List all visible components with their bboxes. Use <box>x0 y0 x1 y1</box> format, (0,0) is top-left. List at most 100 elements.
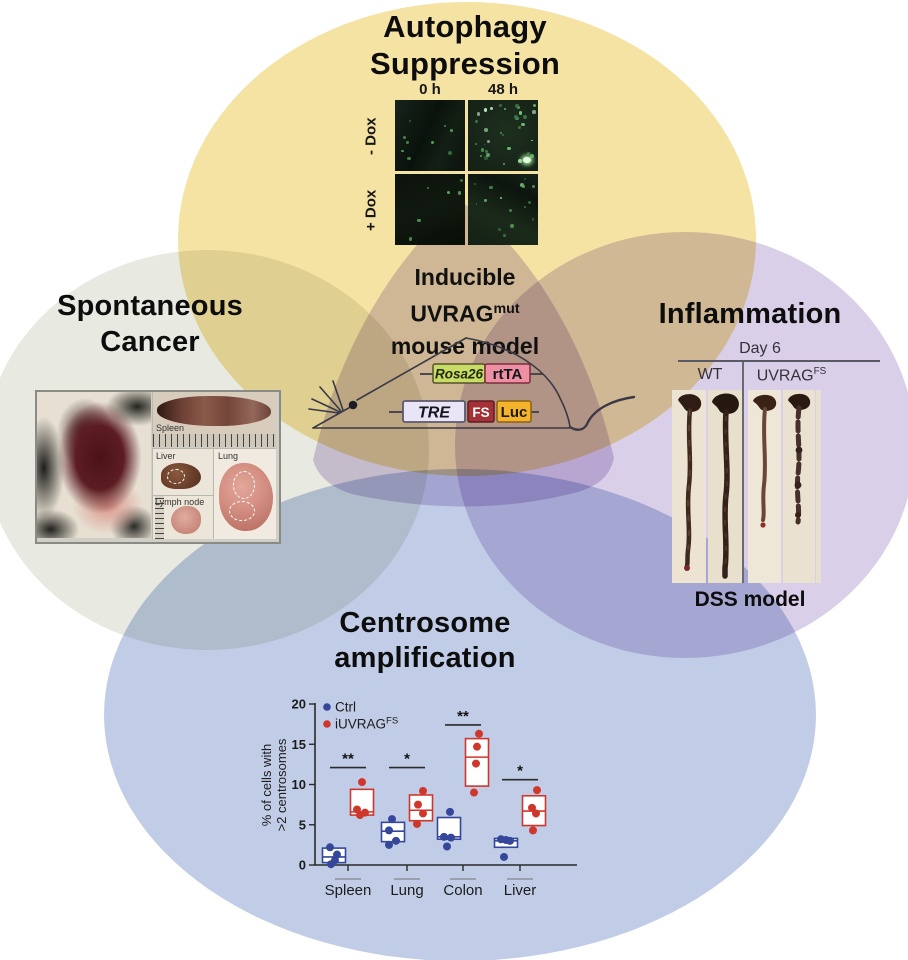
colon-strip-wt-2 <box>708 390 742 583</box>
gfp-punctum <box>484 199 487 202</box>
construct-tre-fs-luc: TRE FS Luc <box>389 400 539 423</box>
micrograph-plus-dox-48h <box>468 174 538 245</box>
uvrag-group-base: UVRAG <box>756 367 814 385</box>
gfp-punctum <box>523 114 527 119</box>
gfp-punctum <box>450 129 454 133</box>
fs-label: FS <box>472 405 489 420</box>
venn-center-blob <box>313 203 614 507</box>
gfp-punctum <box>401 149 404 152</box>
gfp-punctum <box>507 147 511 151</box>
point-colon-ctrl <box>447 833 455 842</box>
mouse-rump-line <box>465 337 571 428</box>
spleen-tissue <box>157 396 271 426</box>
micrograph-col-label-0h: 0 h <box>419 81 441 98</box>
gfp-punctum <box>480 154 483 157</box>
spleen-label: Spleen <box>156 423 185 433</box>
gfp-punctum <box>417 218 421 223</box>
rosa26-label: Rosa26 <box>435 367 484 382</box>
gfp-punctum <box>530 154 534 158</box>
wt-group-label: WT <box>697 366 723 383</box>
sig-stars-lung: * <box>404 751 410 768</box>
gfp-punctum <box>499 132 502 135</box>
lung-tumor-outline-2 <box>229 501 255 521</box>
point-liver-iuvrag <box>529 826 537 835</box>
cancer-title: Spontaneous Cancer <box>15 288 285 360</box>
mouse-tail <box>568 395 636 431</box>
gfp-punctum <box>518 110 523 115</box>
colon-strip-sliver <box>816 390 821 583</box>
point-spleen-ctrl <box>326 843 334 852</box>
construct-rosa26-rtta: Rosa26 rtTA <box>420 363 543 384</box>
lung-tumor-outline-1 <box>233 471 255 499</box>
colon-strip-fs-2 <box>783 390 815 583</box>
gfp-punctum <box>483 108 488 112</box>
mouse-model-title: Inducible UVRAGmut mouse model <box>355 261 575 362</box>
micrograph-row-label-minus-dox: - Dox <box>362 117 380 155</box>
mouse-outline <box>308 337 636 431</box>
tre-box <box>402 400 466 423</box>
point-lung-iuvrag <box>413 819 421 828</box>
mouse-eye <box>348 400 358 410</box>
gfp-punctum <box>514 114 519 119</box>
spleen-panel: Spleen <box>152 392 276 447</box>
y-axis-label: >2 centrosomes <box>274 738 289 831</box>
micrograph-col-label-48h: 48 h <box>487 81 518 98</box>
liver-panel: Liver <box>152 448 213 495</box>
necropsy-collage: Spleen Liver Lung Lymph node <box>35 390 281 544</box>
mouse-model-title-line1: Inducible <box>414 264 516 290</box>
gfp-punctum <box>504 108 507 111</box>
mouse-construct-diagram: Rosa26 rtTA TRE FS Luc <box>308 337 636 431</box>
point-liver-iuvrag <box>528 803 536 812</box>
spleen-ruler <box>153 434 276 447</box>
gfp-punctum <box>444 124 447 127</box>
gfp-punctum <box>518 159 523 164</box>
gfp-punctum <box>405 140 409 144</box>
gfp-punctum <box>408 237 413 241</box>
point-colon-iuvrag <box>475 729 483 738</box>
gfp-punctum <box>486 152 491 157</box>
gfp-punctum <box>497 228 501 232</box>
liver-label: Liver <box>156 451 176 461</box>
x-label-lung: Lung <box>390 882 423 899</box>
gfp-punctum <box>532 110 536 114</box>
day6-label: Day 6 <box>739 340 781 357</box>
gfp-punctum <box>475 203 478 205</box>
mouse-nose-line <box>312 404 355 429</box>
colon-wt-1 <box>678 394 702 571</box>
uvrag-group-sup: FS <box>813 366 827 377</box>
point-lung-ctrl <box>385 840 393 849</box>
gfp-punctum <box>503 234 507 238</box>
lymph-node-label: Lymph node <box>155 497 205 507</box>
gfp-punctum <box>499 104 503 108</box>
gfp-punctum <box>409 120 412 123</box>
point-spleen-ctrl <box>327 860 335 869</box>
lymph-node-tissue <box>171 506 201 534</box>
bright-gfp-blob <box>523 157 531 163</box>
lung-tissue <box>219 463 273 531</box>
x-label-liver: Liver <box>504 882 537 899</box>
gfp-punctum <box>430 141 434 145</box>
gfp-punctum <box>519 183 524 188</box>
gfp-punctum <box>530 139 533 142</box>
gfp-punctum <box>532 104 536 108</box>
necropsy-photo <box>37 392 151 538</box>
mouse-whiskers <box>308 380 344 414</box>
gfp-punctum <box>524 178 526 180</box>
y-axis-label: % of cells with <box>259 744 274 826</box>
gfp-punctum <box>502 163 505 166</box>
gfp-punctum <box>527 201 532 205</box>
gfp-punctum <box>517 125 521 129</box>
point-spleen-iuvrag <box>356 811 364 820</box>
centrosome-title-line2: amplification <box>334 642 516 674</box>
gfp-punctum <box>509 208 513 212</box>
point-lung-ctrl <box>388 815 396 824</box>
micrograph-grid <box>395 99 538 246</box>
point-lung-ctrl <box>385 826 393 835</box>
point-colon-ctrl <box>446 807 454 816</box>
lymph-node-panel: Lymph node <box>152 495 213 539</box>
gfp-punctum <box>483 143 486 146</box>
gfp-punctum <box>402 136 406 140</box>
rtta-box <box>484 363 531 384</box>
gfp-punctum <box>531 218 535 221</box>
